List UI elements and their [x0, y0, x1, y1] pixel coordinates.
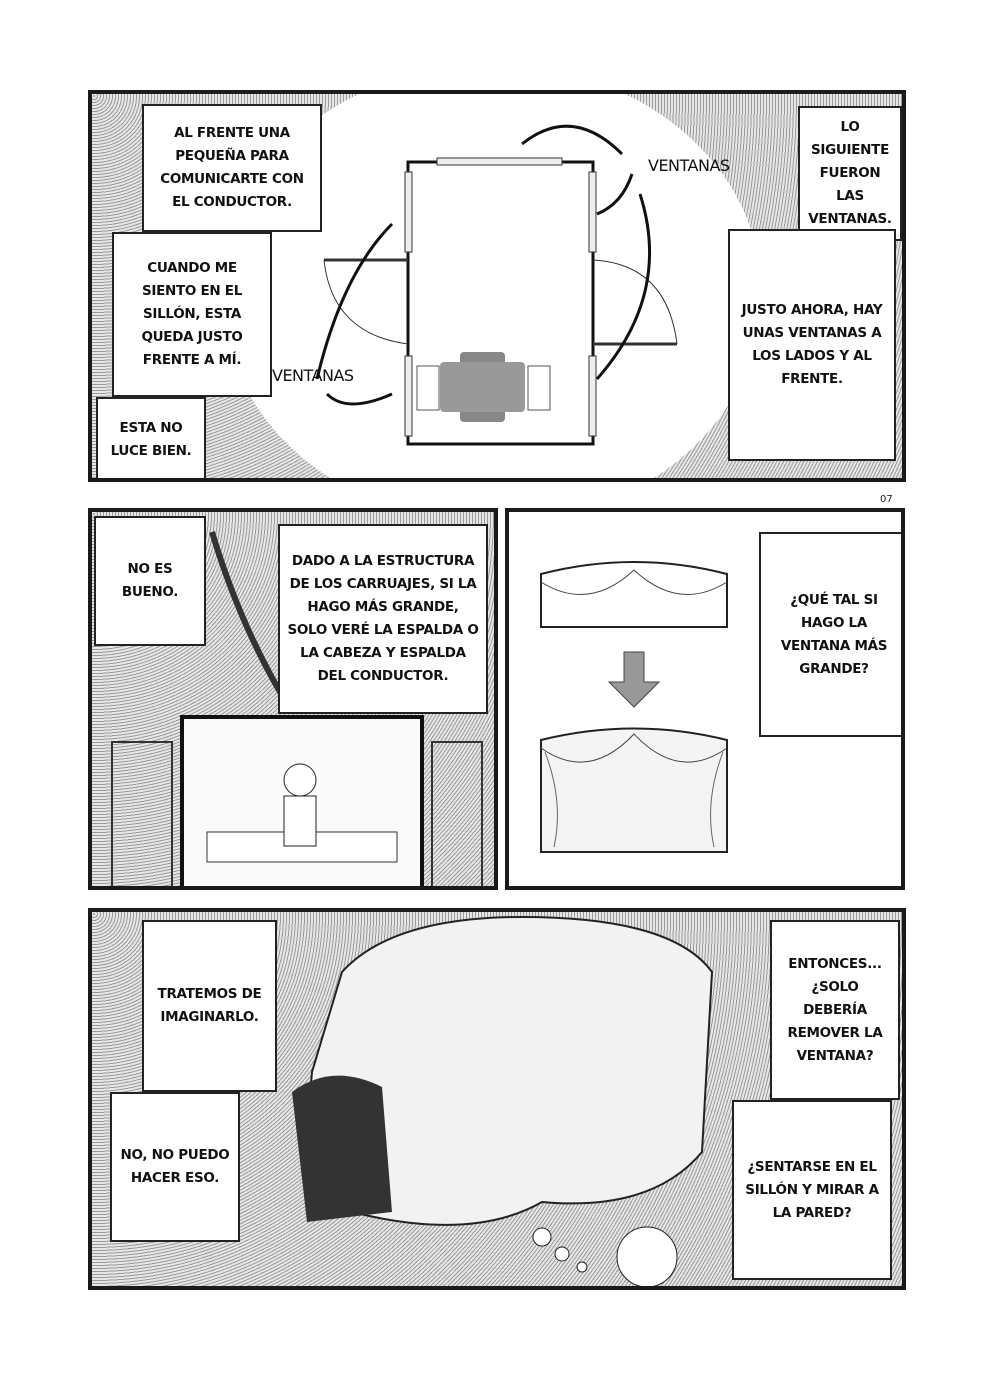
caption-box: LO SIGUIENTE FUERON LAS VENTANAS. — [798, 106, 902, 241]
caption-box: ESTA NO LUCE BIEN. — [96, 397, 206, 478]
caption-box: NO ES BUENO. — [94, 516, 206, 646]
window-curtain-illustration — [540, 561, 728, 853]
caption-text: TRATEMOS DE IMAGINARLO. — [157, 986, 262, 1025]
caption-text: ¿QUÉ TAL SI HAGO LA VENTANA MÁS GRANDE? — [780, 591, 888, 677]
caption-text: CUANDO ME SIENTO EN EL SILLÓN, ESTA QUED… — [141, 260, 243, 368]
caption-box: AL FRENTE UNA PEQUEÑA PARA COMUNICARTE C… — [142, 104, 322, 232]
caption-text: JUSTO AHORA, HAY UNAS VENTANAS A LOS LAD… — [741, 302, 883, 387]
panel-imagination: TRATEMOS DE IMAGINARLO. NO, NO PUEDO HAC… — [88, 908, 906, 1290]
caption-text: AL FRENTE UNA PEQUEÑA PARA COMUNICARTE C… — [160, 125, 304, 210]
caption-text: LO SIGUIENTE FUERON LAS VENTANAS. — [808, 119, 892, 227]
caption-box: TRATEMOS DE IMAGINARLO. — [142, 920, 277, 1092]
panel-window-comparison: ¿QUÉ TAL SI HAGO LA VENTANA MÁS GRANDE? — [505, 508, 905, 890]
caption-text: ESTA NO LUCE BIEN. — [110, 419, 192, 459]
diagram-label-windows-right: VENTANAS — [648, 156, 730, 175]
caption-text: NO, NO PUEDO HACER ESO. — [120, 1147, 230, 1186]
caption-box: ¿QUÉ TAL SI HAGO LA VENTANA MÁS GRANDE? — [759, 532, 901, 737]
caption-box: ENTONCES... ¿SOLO DEBERÍA REMOVER LA VEN… — [770, 920, 900, 1100]
caption-text: ¿SENTARSE EN EL SILLÓN Y MIRAR A LA PARE… — [745, 1158, 879, 1221]
panel-carriage-diagram: VENTANAS VENTANAS AL FRENTE UNA PEQUEÑA … — [88, 90, 906, 482]
caption-text: ENTONCES... ¿SOLO DEBERÍA REMOVER LA VEN… — [787, 955, 883, 1064]
carriage-floorplan-diagram — [222, 94, 762, 478]
page-number: 07 — [880, 494, 893, 505]
carriage-interior-illustration — [111, 531, 483, 886]
panel-carriage-interior: NO ES BUENO. DADO A LA ESTRUCTURA DE LOS… — [88, 508, 498, 890]
caption-text: NO ES BUENO. — [121, 561, 179, 600]
caption-box: ¿SENTARSE EN EL SILLÓN Y MIRAR A LA PARE… — [732, 1100, 892, 1280]
caption-text: DADO A LA ESTRUCTURA DE LOS CARRUAJES, S… — [287, 553, 479, 684]
caption-box: NO, NO PUEDO HACER ESO. — [110, 1092, 240, 1242]
caption-box: CUANDO ME SIENTO EN EL SILLÓN, ESTA QUED… — [112, 232, 272, 397]
caption-box: DADO A LA ESTRUCTURA DE LOS CARRUAJES, S… — [278, 524, 488, 714]
diagram-label-windows-left: VENTANAS — [272, 366, 354, 385]
thought-bubble-illustration — [292, 915, 714, 1286]
caption-box: JUSTO AHORA, HAY UNAS VENTANAS A LOS LAD… — [728, 229, 896, 461]
